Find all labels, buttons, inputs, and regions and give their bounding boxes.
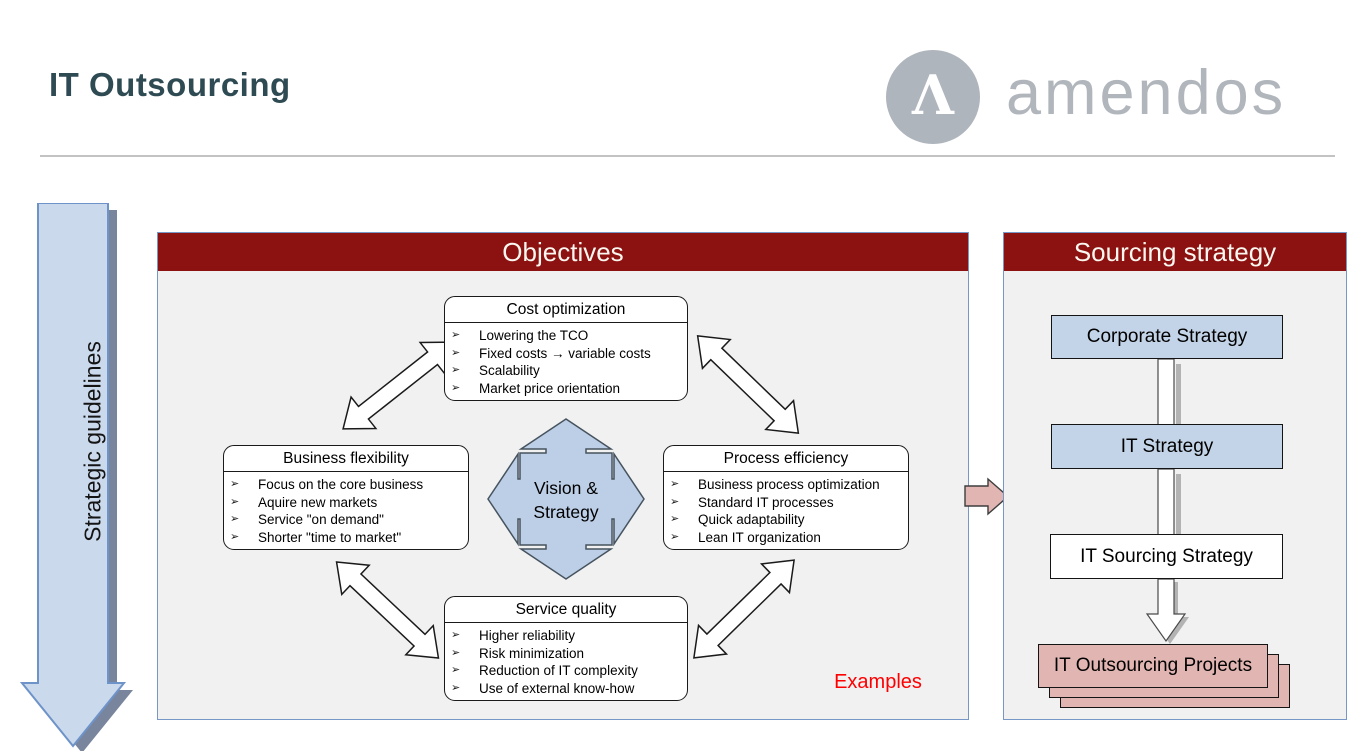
list-item: ➢Risk minimization [451,645,585,661]
bullet-arrow-icon: ➢ [451,346,461,359]
logo-monogram: Λ [912,63,954,127]
bullet-arrow-icon: ➢ [230,513,240,525]
connector-shadow [1176,474,1181,540]
connector-shadow [1176,364,1181,430]
logo-brand-text: amendos [1006,57,1287,128]
bullet-arrow-icon: ➢ [451,364,461,376]
list-item: ➢Focus on the core business [230,477,424,492]
sourcing-panel: Sourcing strategy Corporate Strategy IT … [1003,232,1347,720]
list-item: ➢Scalability [451,363,540,378]
stack-layer-front: IT Outsourcing Projects [1038,644,1268,688]
flow-arrow-icon [964,477,1010,516]
goal-box-process-efficiency: Process efficiency ➢Business process opt… [663,445,909,550]
bullet-arrow-icon: ➢ [451,329,461,341]
bullet-arrow-icon: ➢ [451,664,461,676]
goal-list: ➢Lowering the TCO ➢Fixed costs → variabl… [451,327,683,397]
goal-title: Service quality [445,597,687,623]
bullet-arrow-icon: ➢ [670,513,680,525]
down-arrow-connector-icon [1145,578,1187,643]
bullet-arrow-icon: ➢ [230,478,240,490]
list-item: ➢Lean IT organization [670,529,821,545]
goal-list: ➢Focus on the core business ➢Aquire new … [230,476,464,546]
step-it-strategy: IT Strategy [1051,424,1283,469]
goal-title: Cost optimization [445,297,687,323]
bullet-arrow-icon: ➢ [230,495,240,508]
strategic-guidelines-label: Strategic guidelines [79,341,106,542]
step-it-sourcing-strategy: IT Sourcing Strategy [1050,534,1283,579]
bullet-arrow-icon: ➢ [451,629,461,641]
objectives-panel: Objectives Vision & Strategy Cost optimi… [157,232,969,720]
bullet-arrow-icon: ➢ [670,495,680,508]
bullet-arrow-icon: ➢ [451,681,461,694]
bullet-arrow-icon: ➢ [451,646,461,659]
goal-title: Business flexibility [224,446,468,472]
amendos-logo: Λ amendos [886,50,1286,144]
sourcing-header: Sourcing strategy [1004,233,1346,271]
goal-list: ➢Higher reliability ➢Risk minimization ➢… [451,627,683,697]
goal-title: Process efficiency [664,446,908,472]
bullet-arrow-icon: ➢ [670,530,680,543]
list-item: ➢Lowering the TCO [451,328,589,343]
logo-lambda-icon: Λ [886,50,980,144]
list-item: ➢Business process optimization [670,477,880,492]
list-item: ➢Fixed costs → variable costs [451,345,651,361]
goal-list: ➢Business process optimization ➢Standard… [670,476,904,546]
bullet-arrow-icon: ➢ [451,381,461,394]
list-item: ➢Use of external know-how [451,680,635,696]
goal-box-business-flexibility: Business flexibility ➢Focus on the core … [223,445,469,550]
list-item: ➢Standard IT processes [670,494,834,510]
page-title: IT Outsourcing [49,66,291,103]
list-item: ➢Shorter "time to market" [230,529,402,545]
double-arrow-icon-top-right [683,320,813,449]
list-item: ➢Service "on demand" [230,512,384,527]
step-corporate-strategy: Corporate Strategy [1051,315,1283,359]
down-arrow-icon [20,203,133,751]
list-item: ➢Aquire new markets [230,494,378,510]
quad-arrow-icon [487,418,645,580]
list-item: ➢Quick adaptability [670,512,805,527]
vision-line1: Vision & [534,478,598,498]
goal-box-cost-optimization: Cost optimization ➢Lowering the TCO ➢Fix… [444,296,688,401]
double-arrow-icon-bottom-left [322,546,453,674]
list-item: ➢Market price orientation [451,380,621,396]
list-item: ➢Reduction of IT complexity [451,663,638,678]
objectives-header: Objectives [158,233,968,271]
examples-label: Examples [834,671,922,693]
bullet-arrow-icon: ➢ [230,530,240,543]
connector-icon [1157,358,1175,426]
connector-icon [1157,468,1175,536]
goal-box-service-quality: Service quality ➢Higher reliability ➢Ris… [444,596,688,701]
bullet-arrow-icon: ➢ [670,478,680,490]
vision-strategy-label: Vision & Strategy [520,476,612,524]
objectives-arrows [322,320,813,674]
sourcing-connectors [1145,358,1189,644]
strategic-guidelines-banner: Strategic guidelines [20,203,160,751]
vision-line2: Strategy [533,502,599,522]
header-divider [40,155,1335,157]
list-item: ➢Higher reliability [451,628,576,643]
double-arrow-icon-bottom-right [679,545,809,673]
